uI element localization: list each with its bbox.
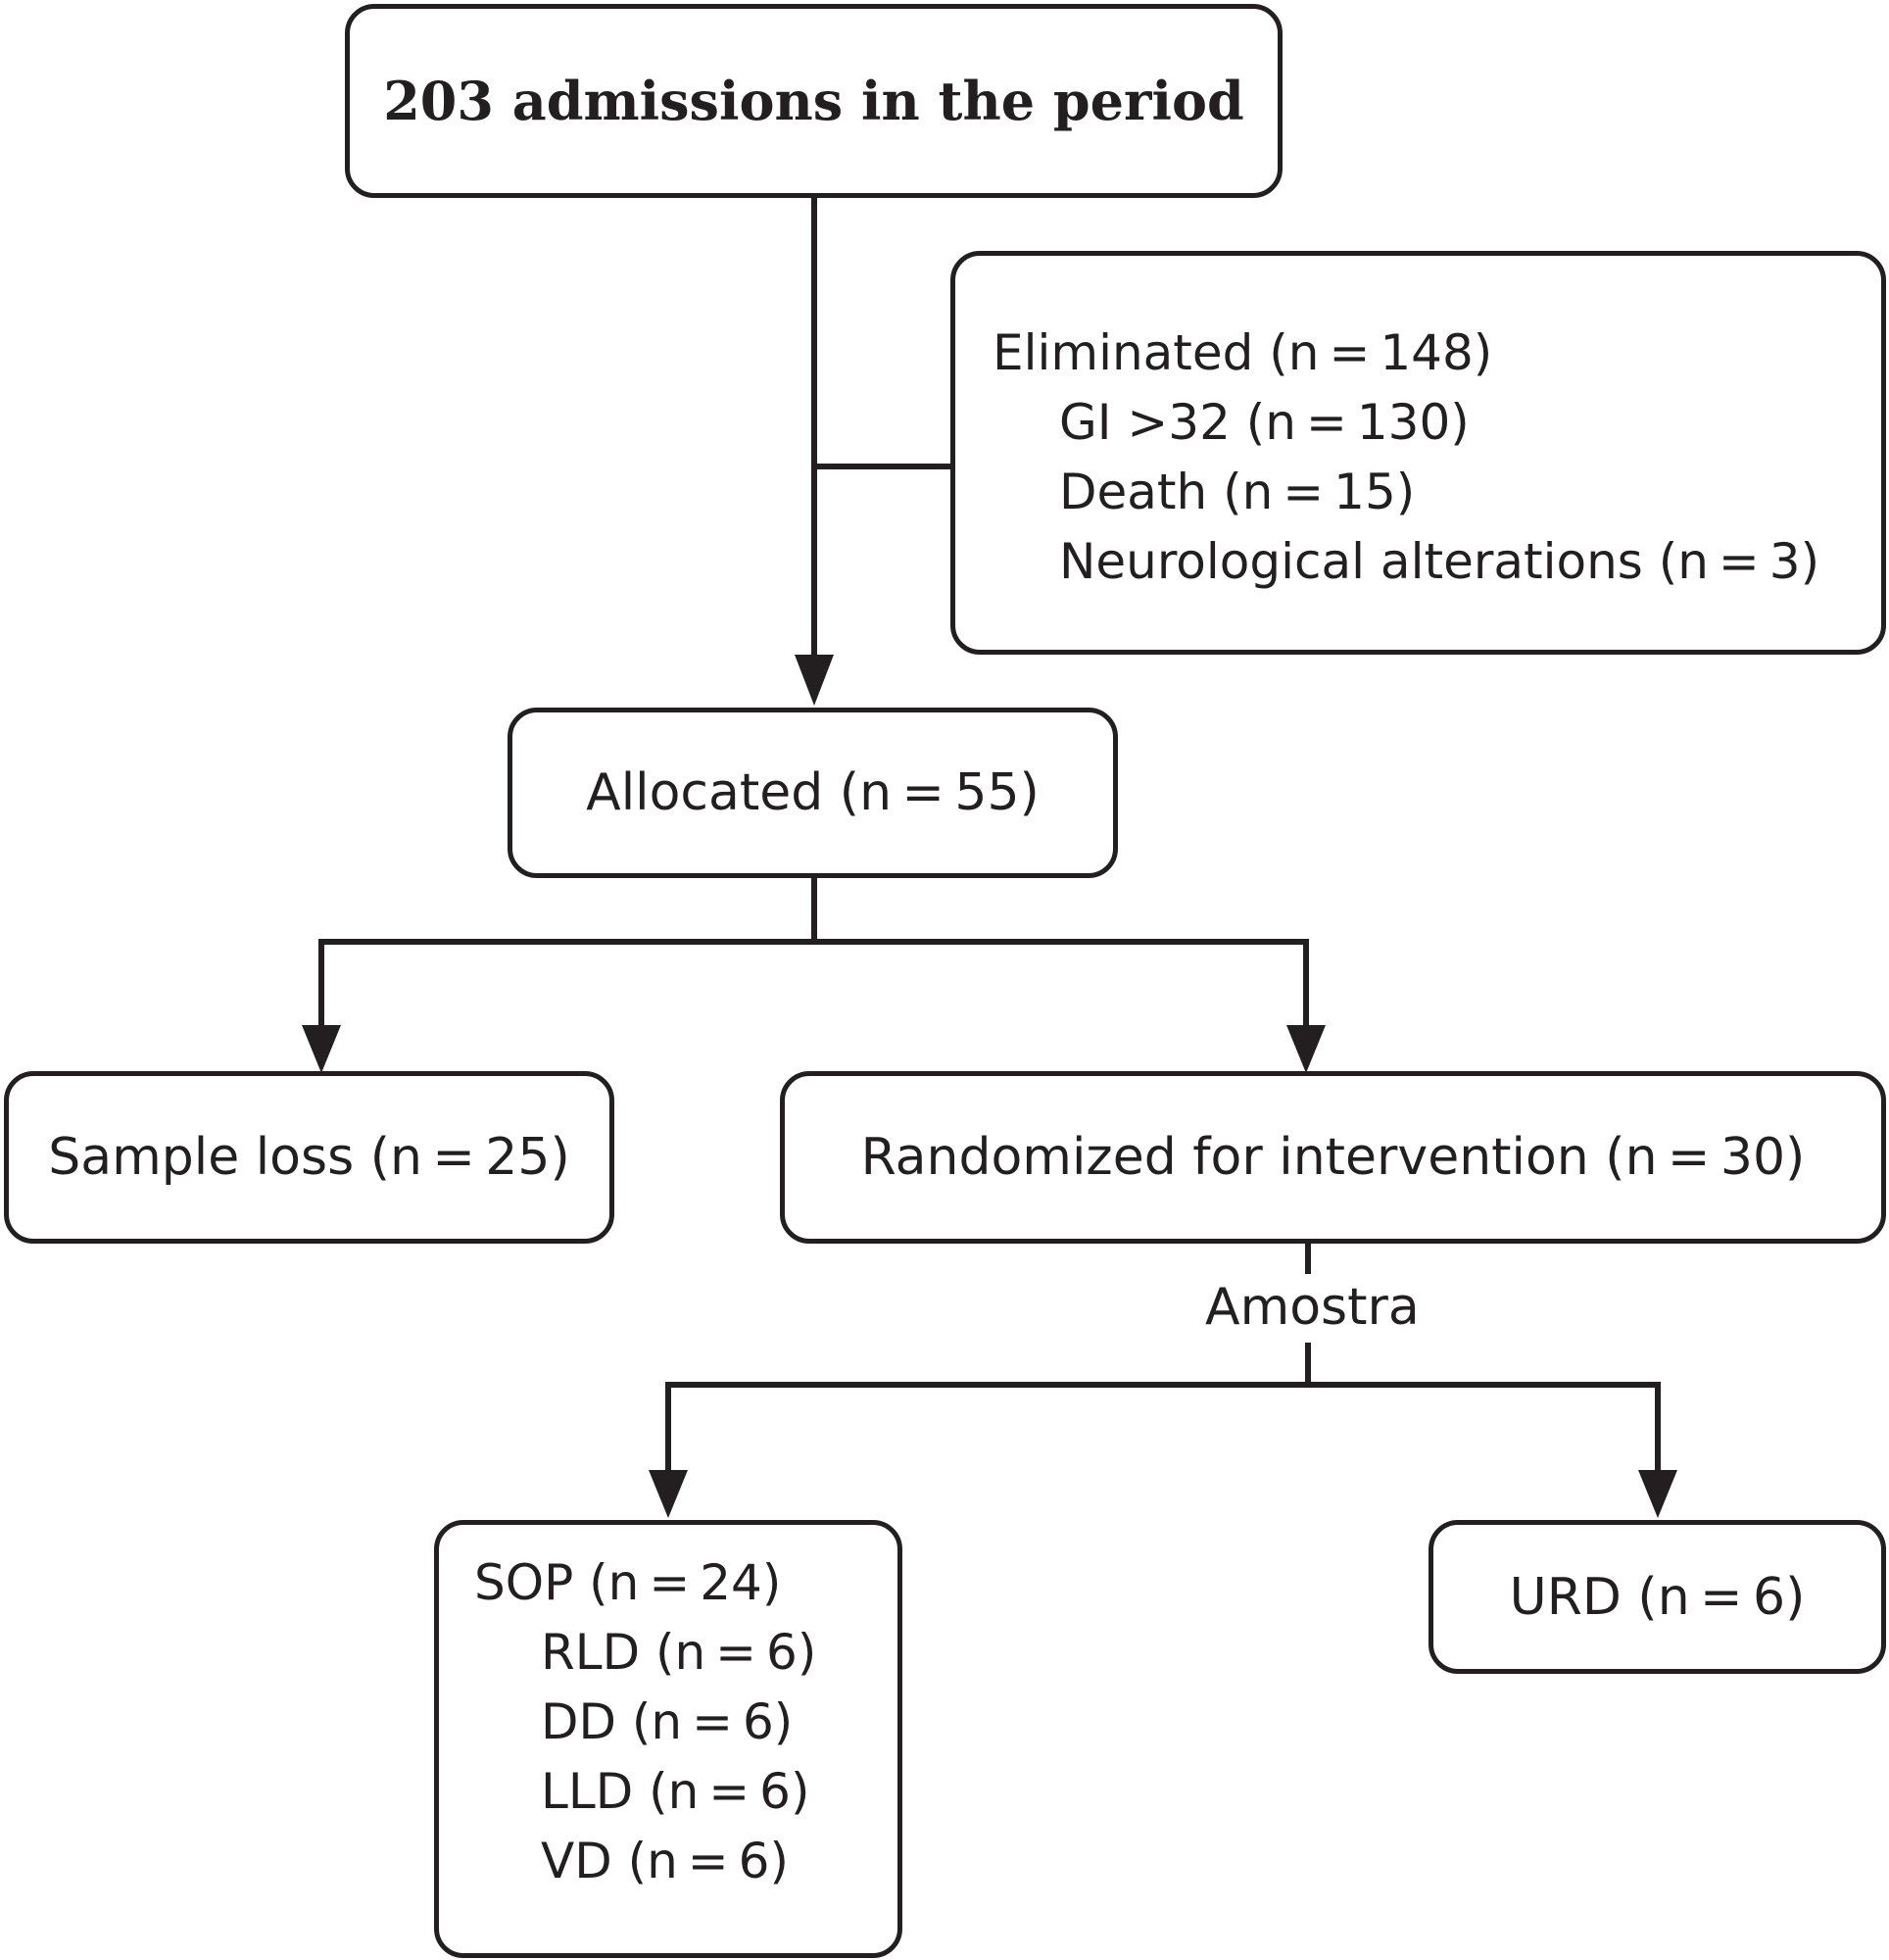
sop-item-dd: DD (n = 6) <box>541 1693 794 1750</box>
sample-loss-box: Sample loss (n = 25) <box>4 1071 614 1244</box>
eliminated-box: Eliminated (n = 148) GI >32 (n = 130) De… <box>950 251 1886 655</box>
sop-list: SOP (n = 24) RLD (n = 6) DD (n = 6) LLD … <box>474 1548 816 1896</box>
eliminated-item-neurological: Neurological alterations (n = 3) <box>1059 533 1820 590</box>
amostra-label: Amostra <box>1201 1282 1424 1333</box>
arrowhead-urd <box>1638 1470 1677 1518</box>
arrowhead-allocated <box>795 655 834 706</box>
eliminated-title: Eliminated (n = 148) <box>993 324 1493 381</box>
arrowhead-randomized <box>1286 1025 1326 1073</box>
randomized-box: Randomized for intervention (n = 30) <box>780 1071 1886 1244</box>
admissions-label: 203 admissions in the period <box>383 70 1244 132</box>
admissions-box: 203 admissions in the period <box>345 4 1283 198</box>
sop-box: SOP (n = 24) RLD (n = 6) DD (n = 6) LLD … <box>434 1520 902 1958</box>
sop-title: SOP (n = 24) <box>474 1554 782 1611</box>
arrowhead-sop <box>649 1470 688 1518</box>
urd-label: URD (n = 6) <box>1509 1567 1806 1627</box>
allocated-label: Allocated (n = 55) <box>586 763 1040 822</box>
allocated-box: Allocated (n = 55) <box>508 708 1118 878</box>
eliminated-item-death: Death (n = 15) <box>1059 464 1416 520</box>
randomized-label: Randomized for intervention (n = 30) <box>860 1128 1806 1187</box>
sop-item-vd: VD (n = 6) <box>541 1833 789 1889</box>
urd-box: URD (n = 6) <box>1429 1520 1886 1674</box>
eliminated-item-gi: GI >32 (n = 130) <box>1059 394 1470 451</box>
arrowhead-sample-loss <box>302 1025 341 1073</box>
eliminated-list: Eliminated (n = 148) GI >32 (n = 130) De… <box>993 318 1819 597</box>
sop-item-rld: RLD (n = 6) <box>541 1624 817 1681</box>
sop-item-lld: LLD (n = 6) <box>541 1763 810 1820</box>
sample-loss-label: Sample loss (n = 25) <box>48 1128 570 1187</box>
